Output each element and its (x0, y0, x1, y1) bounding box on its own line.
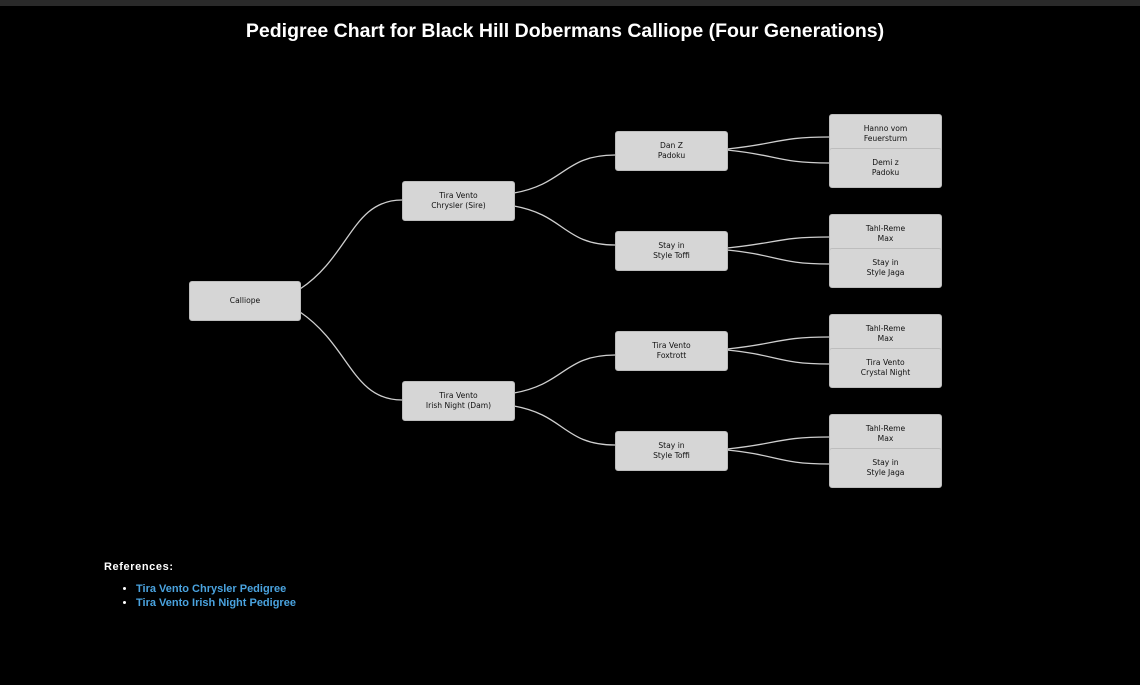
dog-node-dam-dam-sire[interactable]: Tahl-Reme Max (829, 414, 942, 454)
dog-name-line-1: Tira Vento (439, 191, 478, 200)
dog-name-line-1: Tira Vento (866, 358, 905, 367)
link-dam-dam-sire (513, 354, 616, 394)
link-g3-4b (726, 449, 830, 465)
dog-name-line-1: Calliope (229, 296, 261, 305)
dog-node-dam-dam[interactable]: Stay in Style Toffi (615, 431, 728, 471)
dog-name-line-2: Style Toffi (653, 251, 690, 260)
dog-node-dam-sire[interactable]: Tira Vento Foxtrott (615, 331, 728, 371)
dog-name-line-1: Stay in (872, 458, 899, 467)
dog-name-line-2: Max (877, 434, 894, 443)
link-calliope-dam (299, 311, 403, 401)
link-g3-2a (726, 236, 830, 249)
dog-name-line-1: Demi z (872, 158, 899, 167)
dog-node-sire[interactable]: Tira Vento Chrysler (Sire) (402, 181, 515, 221)
link-sire-sire-sire (513, 154, 616, 194)
references-section: References: Tira Vento Chrysler Pedigree… (104, 561, 296, 610)
dog-node-sire-dam-dam[interactable]: Stay in Style Jaga (829, 248, 942, 288)
dog-name-line-1: Stay in (872, 258, 899, 267)
link-g3-2b (726, 249, 830, 265)
dog-name-line-1: Tahl-Reme (865, 324, 906, 333)
dog-node-sire-dam[interactable]: Stay in Style Toffi (615, 231, 728, 271)
dog-name-line-2: Feuersturm (863, 134, 908, 143)
dog-name-line-2: Padoku (657, 151, 686, 160)
dog-name-line-1: Stay in (658, 441, 685, 450)
page-title: Pedigree Chart for Black Hill Dobermans … (245, 20, 885, 42)
reference-item: Tira Vento Irish Night Pedigree (136, 596, 296, 610)
dog-node-sire-sire-dam[interactable]: Demi z Padoku (829, 148, 942, 188)
link-dam-dam-dam (513, 405, 616, 446)
dog-name-line-1: Dan Z (660, 141, 683, 150)
dog-name-line-2: Foxtrott (656, 351, 687, 360)
dog-node-dam-sire-sire[interactable]: Tahl-Reme Max (829, 314, 942, 354)
references-title: References: (104, 561, 174, 573)
dog-node-dam-sire-dam[interactable]: Tira Vento Crystal Night (829, 348, 942, 388)
link-g3-4a (726, 436, 830, 450)
dog-node-dam[interactable]: Tira Vento Irish Night (Dam) (402, 381, 515, 421)
dog-name-line-2: Style Jaga (866, 268, 905, 277)
dog-name-line-1: Tira Vento (652, 341, 691, 350)
dog-name-line-2: Crystal Night (860, 368, 911, 377)
dog-name-line-2: Max (877, 234, 894, 243)
dog-name-line-1: Tahl-Reme (865, 424, 906, 433)
dog-node-sire-dam-sire[interactable]: Tahl-Reme Max (829, 214, 942, 254)
dog-name-line-1: Stay in (658, 241, 685, 250)
dog-name-line-2: Max (877, 334, 894, 343)
dog-name-line-2: Chrysler (Sire) (431, 201, 486, 210)
reference-link-chrysler[interactable]: Tira Vento Chrysler Pedigree (136, 583, 287, 595)
link-g3-3b (726, 349, 830, 365)
link-g3-1a (726, 136, 830, 150)
references-list: Tira Vento Chrysler Pedigree Tira Vento … (104, 582, 296, 610)
reference-item: Tira Vento Chrysler Pedigree (136, 582, 296, 596)
link-g3-1b (726, 149, 830, 164)
link-calliope-sire (299, 199, 403, 290)
reference-link-irish-night[interactable]: Tira Vento Irish Night Pedigree (136, 597, 296, 609)
link-sire-sire-dam (513, 205, 616, 246)
dog-name-line-2: Irish Night (Dam) (425, 401, 492, 410)
dog-node-dam-dam-dam[interactable]: Stay in Style Jaga (829, 448, 942, 488)
link-g3-3a (726, 336, 830, 350)
dog-name-line-2: Padoku (871, 168, 900, 177)
dog-name-line-1: Hanno vom (863, 124, 908, 133)
dog-name-line-1: Tira Vento (439, 391, 478, 400)
dog-node-sire-sire-sire[interactable]: Hanno vom Feuersturm (829, 114, 942, 154)
top-bar (0, 0, 1140, 6)
dog-node-sire-sire[interactable]: Dan Z Padoku (615, 131, 728, 171)
dog-name-line-1: Tahl-Reme (865, 224, 906, 233)
dog-name-line-2: Style Jaga (866, 468, 905, 477)
dog-node-calliope[interactable]: Calliope (189, 281, 301, 321)
dog-name-line-2: Style Toffi (653, 451, 690, 460)
